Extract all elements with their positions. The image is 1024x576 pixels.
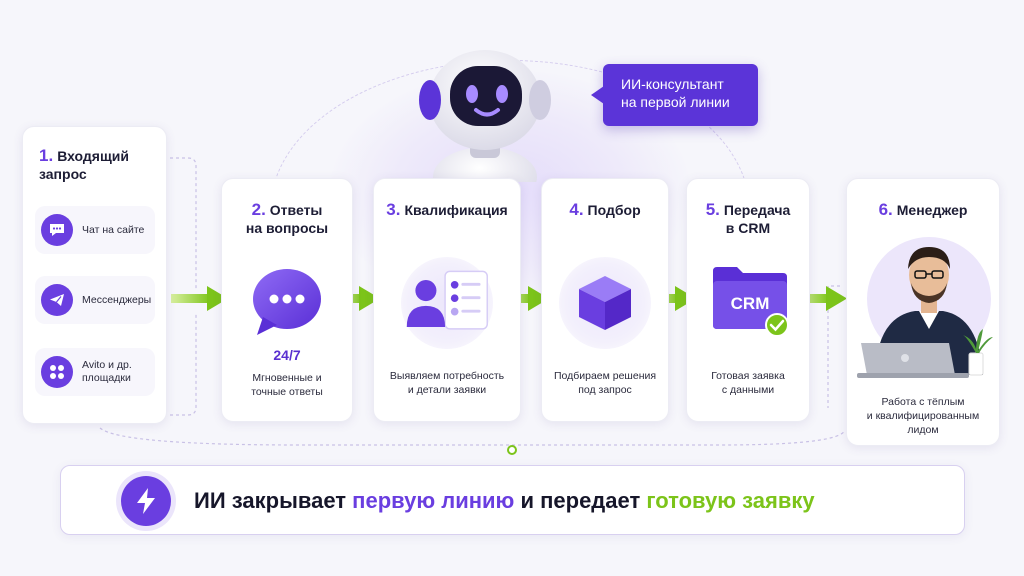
dashed-connector-bottom — [99, 427, 846, 446]
step-desc-line-2: и квалифицированным — [866, 410, 980, 422]
step-title-line-1: Ответы — [269, 202, 323, 218]
summary-highlight-first-line: первую линию — [352, 488, 515, 513]
chat-icon — [41, 214, 73, 246]
channel-messengers: Мессенджеры — [35, 276, 155, 324]
step-title: 6.Менеджер — [847, 201, 999, 219]
step-number: 1. — [39, 146, 54, 165]
step-desc-line-1: Готовая заявка — [711, 370, 785, 382]
arrow-5-6 — [799, 286, 847, 311]
step-desc-line-1: Выявляем потребность — [389, 370, 505, 382]
step-title: 3.Квалификация — [374, 201, 520, 219]
step-number: 2. — [251, 200, 266, 219]
step-title-line-1: Менеджер — [896, 202, 968, 218]
step-desc-line-1: Подбираем решения — [553, 370, 657, 382]
step-card-incoming-request: 1.Входящий запрос Чат на сайте Мессендже… — [22, 126, 167, 424]
step-title: 5.Передача в CRM — [687, 201, 809, 237]
robot-mascot — [419, 50, 551, 182]
step-description: Готовая заявка с данными — [687, 369, 809, 397]
summary-highlight-ready-request: готовую заявку — [646, 488, 815, 513]
step-title-line-1: Подбор — [587, 202, 641, 218]
connector-dot — [507, 445, 517, 455]
channel-label-line-1: Avito и др. — [82, 359, 132, 371]
step-description: Мгновенные и точные ответы — [222, 371, 352, 399]
step-desc-line-2: и детали заявки — [407, 384, 487, 396]
apps-icon — [41, 356, 73, 388]
step-description: Работа с тёплым и квалифицированным лидо… — [847, 395, 999, 437]
channel-label-line-2: площадки — [82, 372, 131, 384]
step-desc-line-1: Мгновенные и — [252, 372, 322, 384]
step-number: 5. — [705, 200, 720, 219]
channel-label-line-1: Чат на сайте — [82, 223, 145, 236]
ai-consultant-bubble: ИИ-консультант на первой линии — [591, 64, 758, 126]
step-description: Подбираем решения под запрос — [542, 369, 668, 397]
manager-photo — [857, 237, 993, 378]
step-title-line-2: на вопросы — [245, 220, 329, 236]
channel-site-chat: Чат на сайте — [35, 206, 155, 254]
channel-marketplaces: Avito и др. площадки — [35, 348, 155, 396]
bubble-line-2: на первой линии — [621, 94, 730, 110]
step-number: 3. — [386, 200, 401, 219]
step-desc-line-1: Работа с тёплым — [881, 396, 965, 408]
step-desc-line-2: с данными — [721, 384, 775, 396]
step-title-line-1: Передача — [723, 202, 791, 218]
summary-part-2: и передает — [514, 488, 647, 513]
channel-label: Чат на сайте — [82, 224, 144, 237]
cube-icon — [559, 257, 651, 349]
step-card-selection: 4.Подбор Подбираем решения под запрос — [541, 178, 669, 422]
step-title: 4.Подбор — [542, 201, 668, 219]
channel-label: Мессенджеры — [82, 294, 151, 307]
step-desc-line-3: лидом — [907, 424, 939, 436]
dashed-connector-left-bottom — [170, 312, 197, 416]
step-number: 4. — [569, 200, 584, 219]
step-card-manager: 6.Менеджер Работа с тёплым и квалифициро… — [846, 178, 1000, 446]
step-description: Выявляем потребность и детали заявки — [374, 369, 520, 397]
step-number: 6. — [878, 200, 893, 219]
bubble-line-1: ИИ-консультант — [621, 76, 724, 92]
step-title-line-2: запрос — [39, 166, 87, 182]
step-title-line-1: Квалификация — [404, 202, 508, 218]
dashed-connector-left — [170, 157, 197, 290]
crm-folder-label: CRM — [730, 294, 770, 313]
step-desc-line-2: точные ответы — [251, 386, 323, 398]
step-card-qualification: 3.Квалификация Выявляем потребность и де… — [373, 178, 521, 422]
step-title-line-2: в CRM — [725, 220, 771, 236]
step-card-answers: 2.Ответы на вопросы 24/7 Мгновенные и то… — [221, 178, 353, 422]
channel-label: Avito и др. площадки — [82, 359, 132, 385]
step-card-crm-transfer: 5.Передача в CRM CRM Готовая заявка с да… — [686, 178, 810, 422]
summary-banner: ИИ закрывает первую линию и передает гот… — [60, 465, 965, 535]
user-checklist-icon — [401, 257, 493, 349]
step-title: 2.Ответы на вопросы — [222, 201, 352, 237]
crm-folder-icon: CRM — [711, 263, 791, 335]
speech-bubble-icon — [241, 257, 333, 349]
step-title: 1.Входящий запрос — [39, 147, 159, 183]
step-title-line-1: Входящий — [57, 148, 129, 164]
arrow-1-2 — [171, 286, 228, 311]
availability-metric: 24/7 — [273, 347, 301, 363]
summary-text: ИИ закрывает первую линию и передает гот… — [194, 488, 815, 514]
step-desc-line-2: под запрос — [578, 384, 632, 396]
paper-plane-icon — [41, 284, 73, 316]
channel-label-line-1: Мессенджеры — [82, 293, 152, 306]
summary-part-1: ИИ закрывает — [194, 488, 353, 513]
lightning-icon — [121, 476, 171, 526]
dashed-connector-right — [827, 285, 840, 408]
